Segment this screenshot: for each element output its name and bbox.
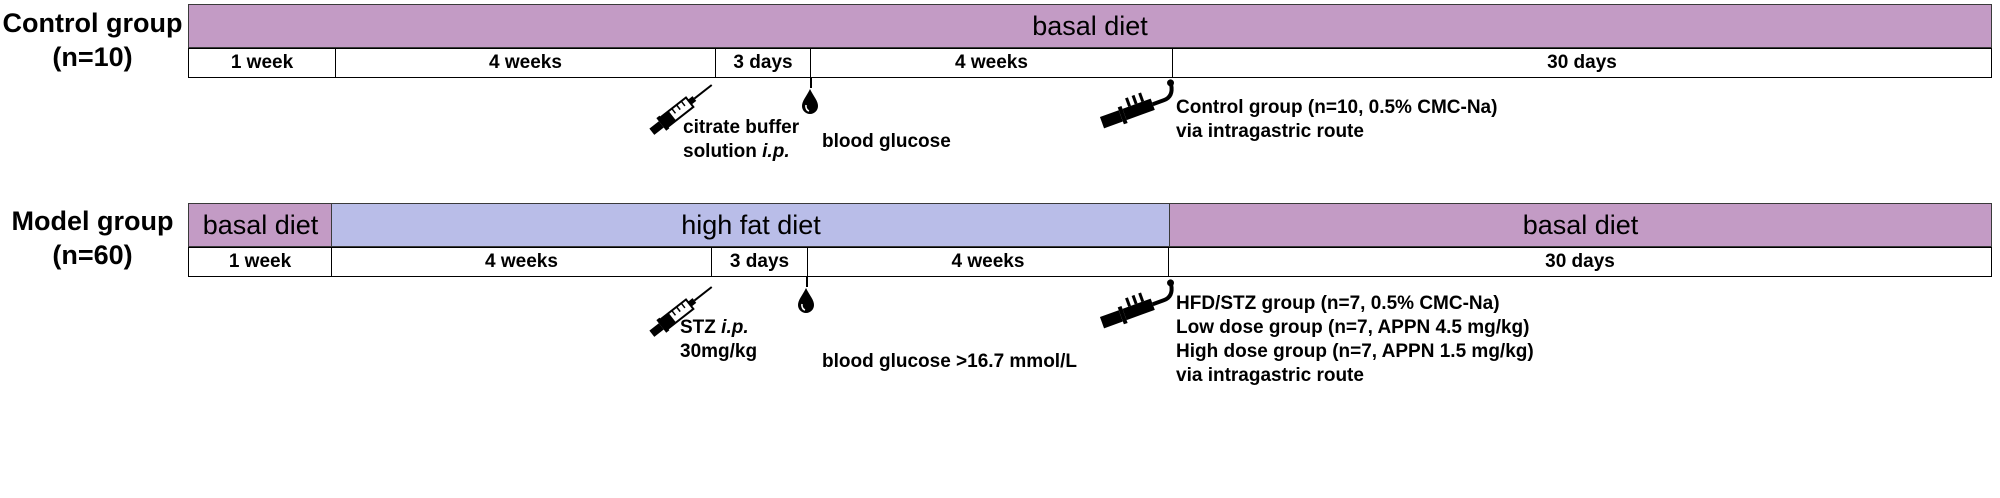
model-diet-bar-high-fat: high fat diet xyxy=(331,203,1171,247)
control-injection-text: solution xyxy=(683,141,763,162)
model-timeline: 1 week 4 weeks 3 days 4 weeks 30 days xyxy=(188,247,1992,277)
control-gavage-line1: Control group (n=10, 0.5% CMC-Na) xyxy=(1176,97,1498,118)
model-gavage-line3: High dose group (n=7, APPN 1.5 mg/kg) xyxy=(1176,341,1534,362)
model-diet-label-1: basal diet xyxy=(202,209,319,240)
model-segment-5: 30 days xyxy=(1545,251,1615,272)
model-diet-label-2: high fat diet xyxy=(681,209,821,240)
model-injection-drug: STZ xyxy=(680,317,722,338)
model-diet-label-3: basal diet xyxy=(1522,209,1639,240)
model-group-label: Model group (n=60) xyxy=(0,204,185,272)
control-gavage-note: Control group (n=10, 0.5% CMC-Na) via in… xyxy=(1176,96,1497,144)
blood-drop-icon xyxy=(798,288,814,313)
syringe-icon xyxy=(649,84,713,135)
control-diet-bar: basal diet xyxy=(188,4,1992,48)
model-injection-route: i.p. xyxy=(721,317,749,338)
blood-drop-icon xyxy=(802,89,818,114)
control-glucose-tick xyxy=(810,78,812,88)
model-segment-1: 1 week xyxy=(189,248,332,276)
model-gavage-line1: HFD/STZ group (n=7, 0.5% CMC-Na) xyxy=(1176,293,1500,314)
control-group-title: Control group xyxy=(2,8,183,38)
model-group-title: Model group xyxy=(11,206,174,236)
control-gavage-line2: via intragastric route xyxy=(1176,121,1364,142)
model-diet-bar-basal-2: basal diet xyxy=(1169,203,1992,247)
control-segment-5: 30 days xyxy=(1547,52,1617,73)
model-injection-dose: 30mg/kg xyxy=(680,341,758,362)
control-group-count: (n=10) xyxy=(52,42,133,72)
control-diet-label: basal diet xyxy=(1032,10,1148,41)
model-group-count: (n=60) xyxy=(52,240,133,270)
model-glucose-tick xyxy=(806,277,808,287)
control-timeline: 1 week 4 weeks 3 days 4 weeks 30 days xyxy=(188,48,1992,78)
control-segment-3: 3 days xyxy=(716,49,811,77)
model-segment-2: 4 weeks xyxy=(332,248,712,276)
gavage-needle-icon xyxy=(1099,279,1175,329)
model-gavage-note: HFD/STZ group (n=7, 0.5% CMC-Na) Low dos… xyxy=(1176,292,1534,388)
model-glucose-note: blood glucose >16.7 mmol/L xyxy=(822,351,1077,372)
control-injection-note: citrate buffer solution i.p. xyxy=(683,116,799,164)
model-injection-note: STZ i.p. 30mg/kg xyxy=(680,316,757,364)
model-gavage-line4: via intragastric route xyxy=(1176,365,1364,386)
control-group-label: Control group (n=10) xyxy=(0,6,185,74)
syringe-icon xyxy=(649,286,713,337)
model-diet-bar-basal-1: basal diet xyxy=(188,203,333,247)
control-injection-line1: citrate buffer xyxy=(683,117,800,138)
control-segment-4: 4 weeks xyxy=(811,49,1173,77)
control-glucose-note: blood glucose xyxy=(822,131,951,152)
control-injection-route: i.p. xyxy=(762,141,790,162)
model-injection-line1: STZ i.p. xyxy=(680,316,757,340)
model-gavage-line2: Low dose group (n=7, APPN 4.5 mg/kg) xyxy=(1176,317,1530,338)
control-segment-2: 4 weeks xyxy=(336,49,716,77)
gavage-needle-icon xyxy=(1099,79,1175,129)
control-injection-line2: solution i.p. xyxy=(683,140,799,164)
model-segment-4: 4 weeks xyxy=(808,248,1169,276)
model-segment-3: 3 days xyxy=(712,248,808,276)
control-segment-1: 1 week xyxy=(189,49,336,77)
